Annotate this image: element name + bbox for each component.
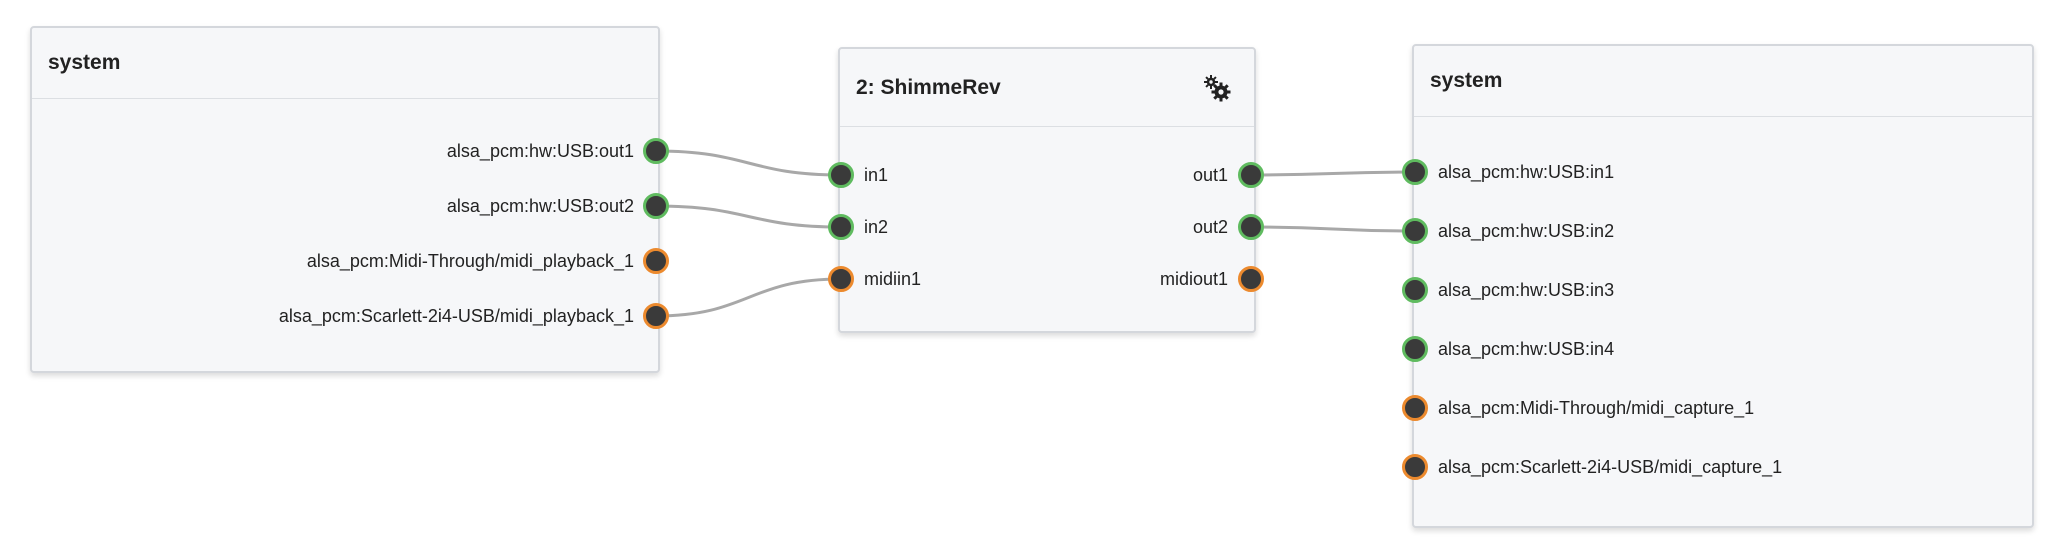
port-label: out1 <box>1192 165 1228 185</box>
system-capture-node[interactable]: system <box>30 26 660 373</box>
node-header[interactable]: system <box>1414 46 2032 117</box>
midi-input-port[interactable] <box>1402 454 1428 480</box>
port-label: out2 <box>1192 217 1228 237</box>
audio-input-port[interactable] <box>1402 336 1428 362</box>
port-label: midiin1 <box>864 269 922 289</box>
audio-input-port[interactable] <box>828 214 854 240</box>
audio-input-port[interactable] <box>1402 159 1428 185</box>
port-label: in2 <box>864 217 889 237</box>
system-playback-node[interactable]: system <box>1412 44 2034 528</box>
port-label: in1 <box>864 165 889 185</box>
audio-output-port[interactable] <box>1238 214 1264 240</box>
connection-wire[interactable] <box>655 277 842 318</box>
port-label: alsa_pcm:Scarlett-2i4-USB/midi_playback_… <box>278 306 634 326</box>
midi-output-port[interactable] <box>643 303 669 329</box>
connection-wire[interactable] <box>655 149 842 177</box>
port-label: alsa_pcm:hw:USB:out2 <box>446 196 634 216</box>
port-label: alsa_pcm:hw:USB:in2 <box>1438 221 1615 241</box>
port-label: alsa_pcm:hw:USB:in4 <box>1438 339 1615 359</box>
audio-output-port[interactable] <box>643 193 669 219</box>
audio-output-port[interactable] <box>643 138 669 164</box>
audio-output-port[interactable] <box>1238 162 1264 188</box>
port-label: alsa_pcm:Scarlett-2i4-USB/midi_capture_1 <box>1438 457 1783 477</box>
connection-wire[interactable] <box>1250 170 1416 177</box>
port-label: alsa_pcm:Midi-Through/midi_playback_1 <box>306 251 634 271</box>
node-title: 2: ShimmeRev <box>856 75 1001 99</box>
audio-input-port[interactable] <box>1402 277 1428 303</box>
node-header[interactable]: system <box>32 28 658 99</box>
node-header[interactable]: 2: ShimmeRev <box>840 49 1254 127</box>
node-title: system <box>1430 69 1503 92</box>
audio-input-port[interactable] <box>828 162 854 188</box>
port-label: alsa_pcm:hw:USB:in3 <box>1438 280 1615 300</box>
plugin-node-shimmerev[interactable]: 2: ShimmeRev <box>838 47 1256 333</box>
node-title: system <box>48 51 121 74</box>
port-label: alsa_pcm:hw:USB:in1 <box>1438 162 1615 182</box>
gears-icon[interactable] <box>1202 73 1232 103</box>
midi-input-port[interactable] <box>1402 395 1428 421</box>
audio-input-port[interactable] <box>1402 218 1428 244</box>
connection-wire[interactable] <box>655 204 842 229</box>
port-label: alsa_pcm:hw:USB:out1 <box>446 141 634 161</box>
connection-wire[interactable] <box>1250 225 1416 233</box>
port-label: alsa_pcm:Midi-Through/midi_capture_1 <box>1438 398 1755 418</box>
midi-output-port[interactable] <box>643 248 669 274</box>
port-label: midiout1 <box>1159 269 1228 289</box>
midi-input-port[interactable] <box>828 266 854 292</box>
midi-output-port[interactable] <box>1238 266 1264 292</box>
